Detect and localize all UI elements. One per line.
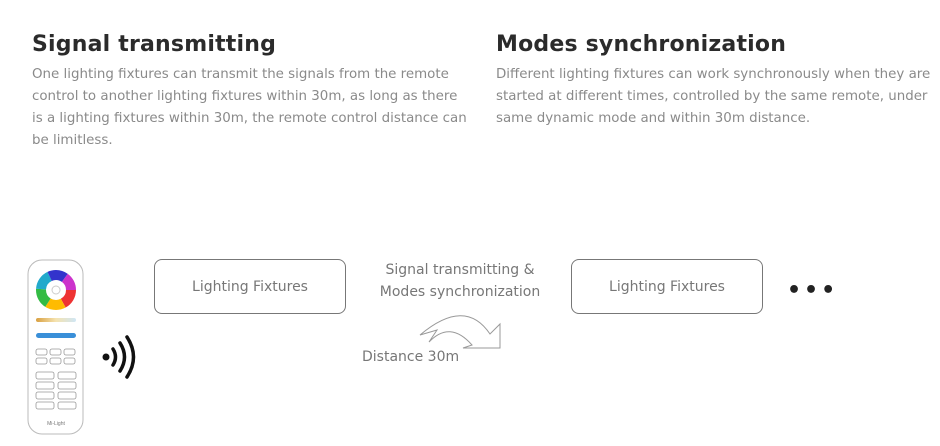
caption-line-2: Modes synchronization (379, 284, 541, 300)
modes-description: Different lighting fixtures can work syn… (496, 67, 931, 126)
curved-arrow-icon (419, 315, 501, 349)
lighting-fixture-box-1: Lighting Fixtures (154, 259, 346, 314)
lighting-fixture-box-2: Lighting Fixtures (571, 259, 763, 314)
signal-description: One lighting fixtures can transmit the s… (32, 67, 467, 148)
caption: Signal transmitting & Modes synchronizat… (360, 259, 560, 303)
remote-control-image: Mi-Light (27, 259, 84, 435)
remote-brand-label: Mi-Light (47, 421, 65, 427)
caption-line-1: Signal transmitting & (385, 262, 535, 278)
more-ellipsis: ••• (787, 278, 839, 303)
modes-title: Modes synchronization (496, 32, 787, 57)
wireless-signal-icon (102, 335, 136, 379)
signal-title: Signal transmitting (32, 32, 277, 57)
distance-label: Distance 30m (362, 349, 460, 365)
